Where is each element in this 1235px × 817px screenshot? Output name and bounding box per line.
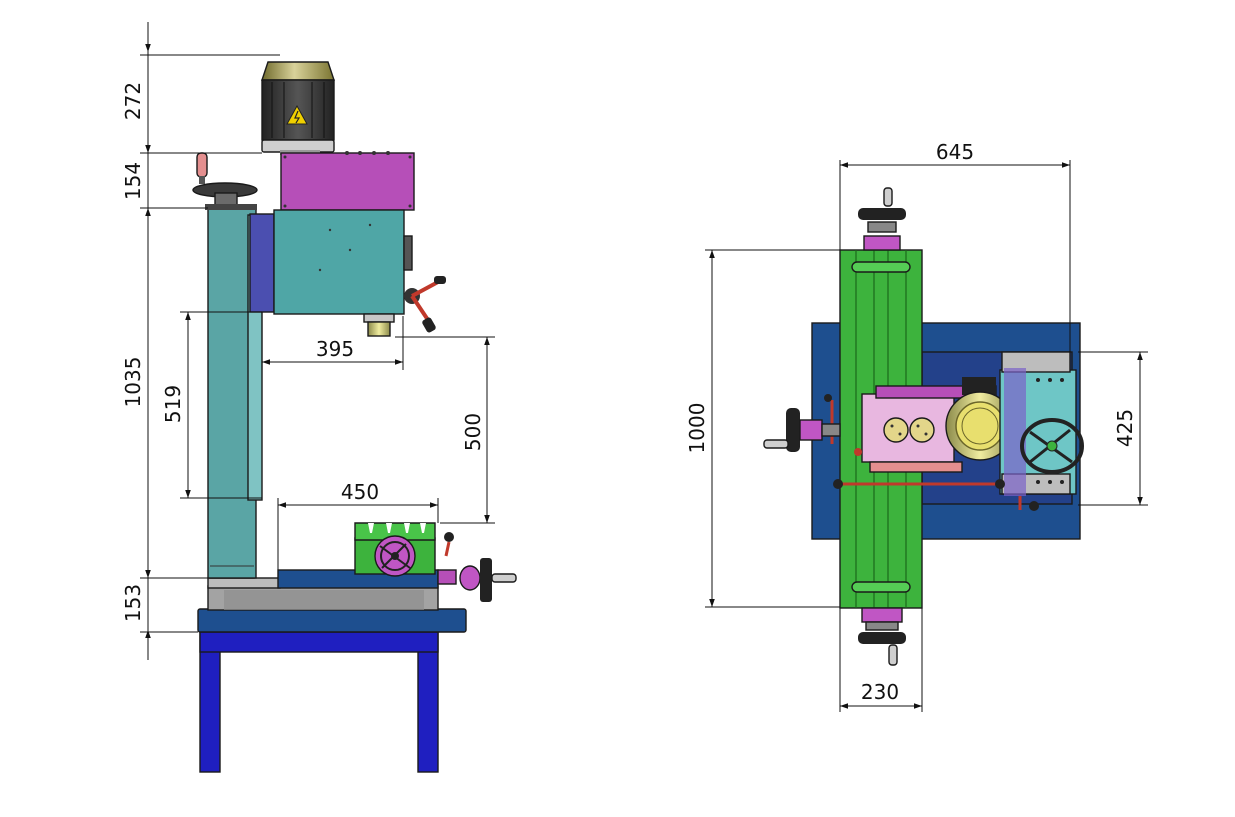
dim-table-travel: 450 [341, 480, 379, 504]
dim-throat-depth: 395 [316, 337, 354, 361]
dim-column-height: 1035 [121, 357, 145, 408]
top-dimensions [705, 160, 1148, 712]
handwheel-icon [763, 408, 841, 452]
dim-overall-length: 1000 [685, 403, 709, 454]
handwheel-icon [192, 152, 258, 210]
gearbox [280, 151, 415, 211]
dim-column-lower: 519 [161, 385, 185, 423]
handwheel-icon [1020, 418, 1084, 474]
stand [197, 608, 467, 773]
top-view: 645 1000 425 230 [685, 140, 1148, 712]
side-view: 272 154 1035 519 395 500 450 153 [121, 22, 517, 773]
lever-handle-icon [403, 235, 446, 333]
table-assembly [277, 522, 517, 602]
handwheel-icon [437, 558, 517, 602]
handwheel-icon [858, 187, 906, 251]
column-top [999, 351, 1084, 496]
handwheel-icon [374, 535, 416, 577]
handwheel-icon [858, 607, 906, 666]
dim-table-width: 230 [861, 680, 899, 704]
motor [261, 61, 335, 155]
dim-gearbox-height: 154 [121, 162, 145, 200]
warning-triangle-icon [286, 104, 308, 125]
lever-handle-icon [824, 394, 1039, 511]
head-top [861, 377, 1015, 473]
dim-cross-travel: 425 [1113, 409, 1137, 447]
dim-base-height: 153 [121, 584, 145, 622]
stand-top-plate [197, 608, 467, 633]
dim-head-to-table: 500 [461, 413, 485, 451]
dim-overall-width: 645 [936, 140, 974, 164]
head [249, 209, 446, 337]
dim-motor-height: 272 [121, 82, 145, 120]
side-dimensions [140, 22, 495, 660]
